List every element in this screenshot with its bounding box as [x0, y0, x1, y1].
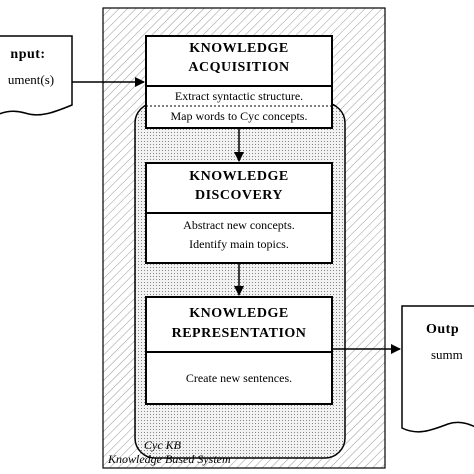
discovery-title-line2: DISCOVERY — [194, 188, 284, 203]
cyc-kb-label: Cyc KB — [144, 438, 181, 452]
representation-title-line1: KNOWLEDGE — [189, 306, 289, 321]
discovery-step-1: Abstract new concepts. — [183, 218, 295, 232]
discovery-step-2: Identify main topics. — [189, 237, 289, 251]
discovery-title-box — [145, 162, 333, 214]
acquisition-step-2: Map words to Cyc concepts. — [170, 109, 308, 123]
acquisition-steps-box — [145, 85, 333, 129]
acquisition-title-box — [145, 35, 333, 87]
acquisition-title-line2: ACQUISITION — [188, 60, 290, 75]
representation-steps-box — [145, 351, 333, 405]
representation-title-line2: REPRESENTATION — [171, 326, 307, 341]
input-document-shape — [0, 35, 73, 116]
representation-step-1: Create new sentences. — [185, 371, 293, 385]
input-subtitle: ument(s) — [7, 72, 55, 87]
input-title: nput: — [10, 47, 46, 62]
acquisition-title-line1: KNOWLEDGE — [189, 41, 289, 56]
acquisition-step-1: Extract syntactic structure. — [174, 89, 304, 103]
output-document-shape — [401, 305, 474, 433]
discovery-title-line1: KNOWLEDGE — [189, 169, 289, 184]
output-subtitle: summ — [431, 347, 463, 362]
knowledge-based-system-label: Knowledge Based System — [108, 452, 231, 466]
output-title: Outp — [426, 322, 460, 337]
representation-title-box — [145, 296, 333, 353]
